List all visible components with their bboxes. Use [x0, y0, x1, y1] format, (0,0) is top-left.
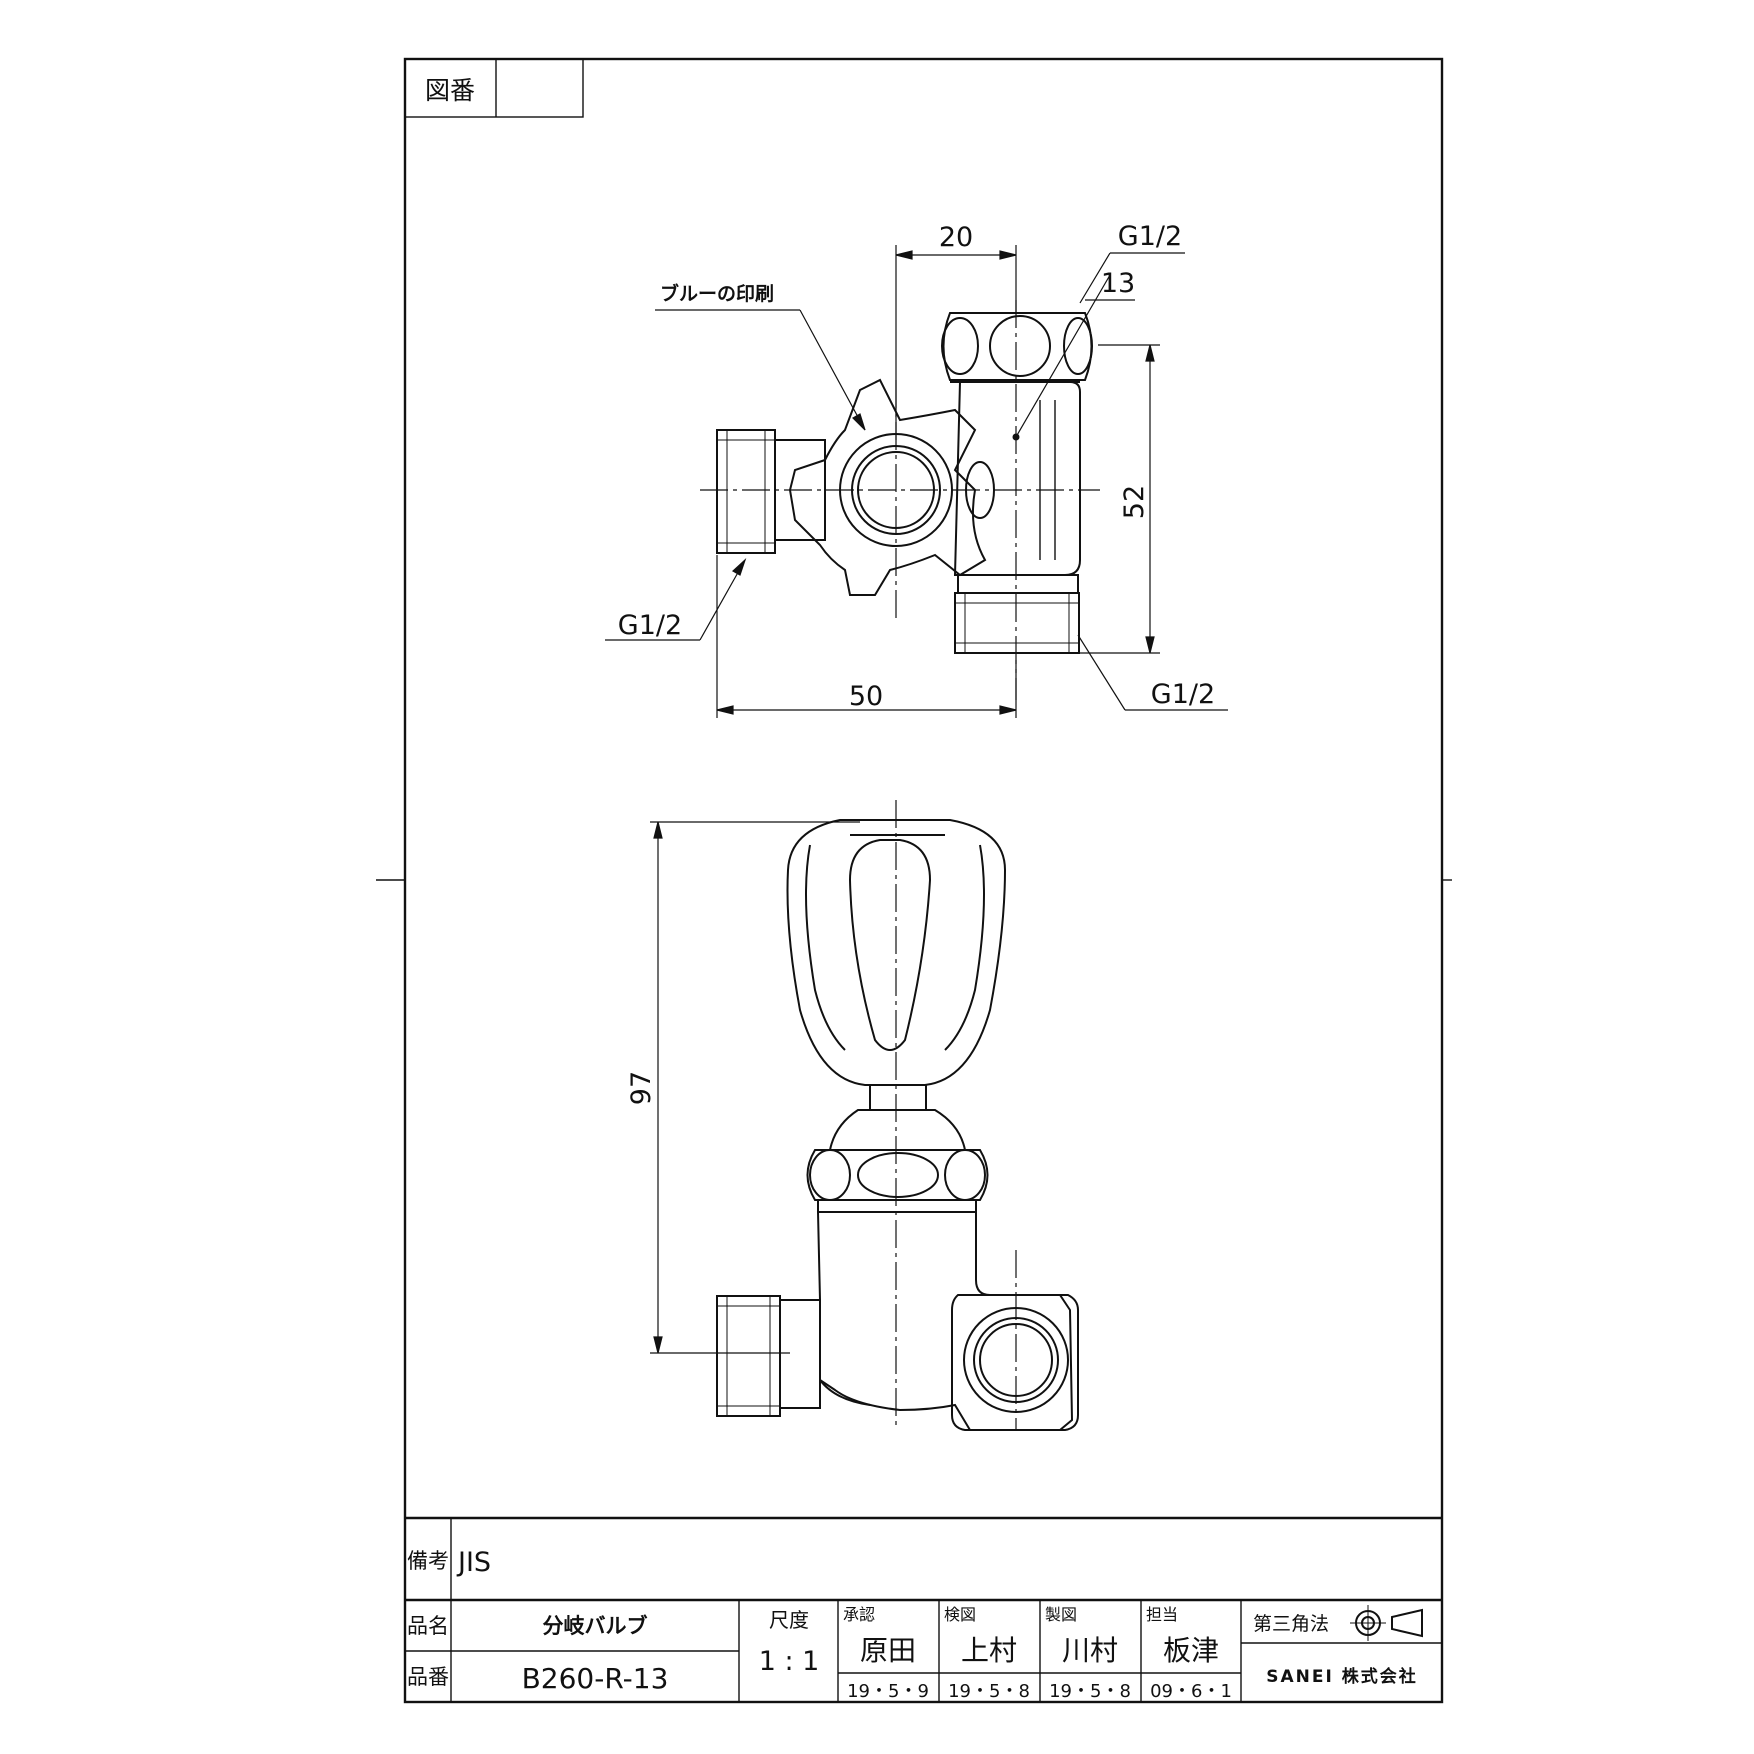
dim-97: 97: [626, 1071, 657, 1105]
approval-label: 承認: [843, 1605, 875, 1624]
company-name: SANEI 株式会社: [1266, 1666, 1417, 1687]
check-name: 上村: [961, 1634, 1017, 1667]
front-left-port: [716, 1295, 821, 1417]
check-date: 19・5・8: [948, 1681, 1030, 1702]
remarks-label: 備考: [407, 1549, 449, 1573]
thread-bottom-right: G1/2: [1151, 679, 1215, 710]
front-stem: [869, 1084, 927, 1111]
charge-label: 担当: [1146, 1605, 1178, 1624]
scale-value: 1 : 1: [759, 1646, 820, 1677]
dim-20: 20: [939, 222, 973, 253]
drawn-name: 川村: [1062, 1634, 1118, 1667]
remarks-value: JIS: [456, 1547, 491, 1578]
approval-name: 原田: [860, 1634, 916, 1667]
dim-13: 13: [1101, 268, 1135, 299]
thread-top-right: G1/2: [1118, 221, 1182, 252]
part-number-value: B260-R-13: [522, 1662, 669, 1695]
top-view-dimensions: [605, 245, 1228, 718]
front-view: [716, 800, 1079, 1431]
front-view-dimensions: [650, 821, 860, 1354]
valve-body-side: [950, 381, 1081, 576]
drawing-frame: [403, 57, 1444, 1704]
title-block: [405, 1516, 1442, 1702]
dim-52: 52: [1119, 485, 1150, 519]
product-name-label: 品名: [407, 1614, 449, 1638]
drawing-number-label: 図番: [425, 76, 475, 105]
front-right-port: [951, 1294, 1079, 1431]
top-nut: [941, 312, 1093, 381]
drawn-label: 製図: [1045, 1605, 1077, 1624]
bottom-thread-port: [954, 574, 1080, 654]
front-body: [816, 1211, 1074, 1431]
front-view-centerlines: [895, 800, 1017, 1430]
charge-date: 09・6・1: [1150, 1681, 1232, 1702]
drawing-number-box: 図番: [404, 58, 584, 118]
top-view-centerlines: [700, 300, 1100, 700]
left-thread-port: [716, 429, 826, 554]
top-view: [700, 300, 1100, 700]
product-name-value: 分岐バルブ: [543, 1614, 648, 1638]
blue-print-note: ブルーの印刷: [660, 282, 774, 305]
drawn-date: 19・5・8: [1049, 1681, 1131, 1702]
third-angle-projection-icon: [1350, 1605, 1423, 1641]
part-number-label: 品番: [407, 1665, 449, 1689]
projection-label: 第三角法: [1253, 1613, 1329, 1635]
approval-date: 19・5・9: [847, 1681, 929, 1702]
thread-left: G1/2: [618, 610, 682, 641]
scale-label: 尺度: [769, 1608, 809, 1632]
dim-50: 50: [849, 681, 883, 712]
front-bonnet: [806, 1109, 989, 1213]
charge-name: 板津: [1163, 1634, 1219, 1667]
star-handle-top: [788, 378, 995, 596]
check-label: 検図: [944, 1605, 976, 1624]
